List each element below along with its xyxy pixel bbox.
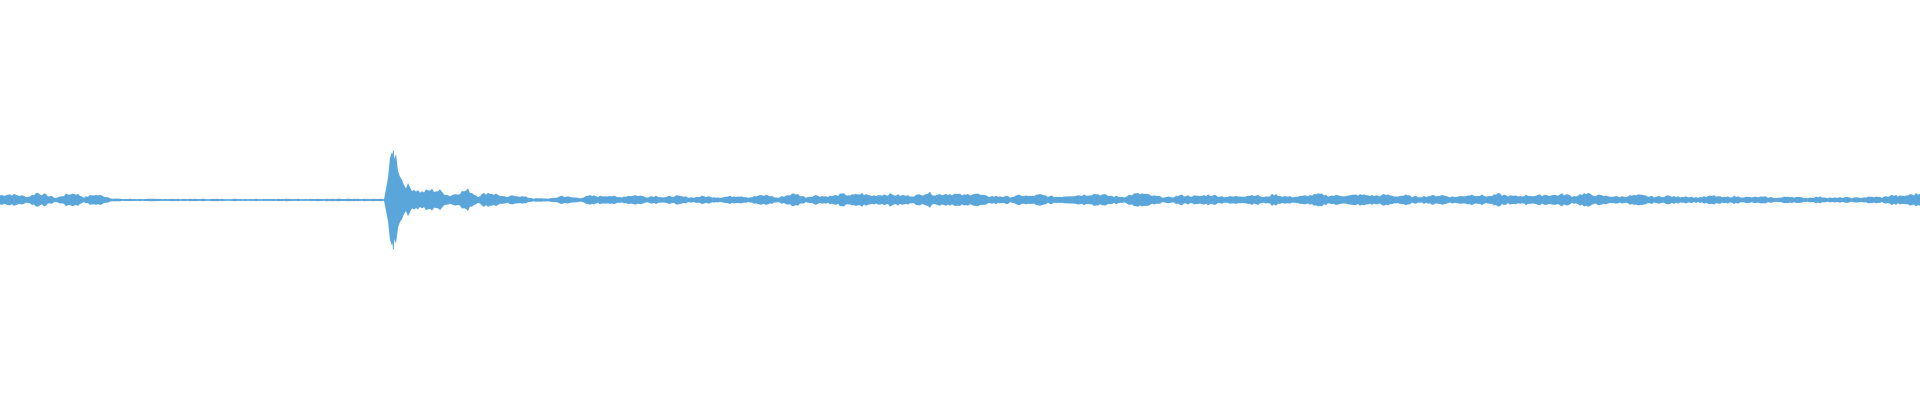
waveform-transient	[391, 150, 395, 250]
waveform-envelope	[0, 151, 1920, 246]
